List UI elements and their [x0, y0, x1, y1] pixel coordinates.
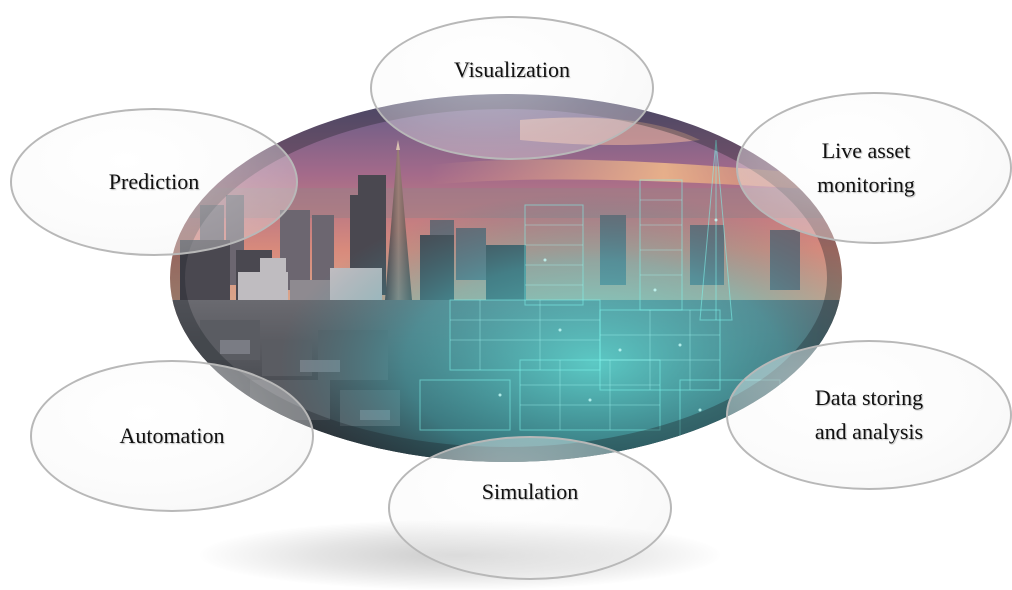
node-visualization-label: Visualization: [454, 57, 570, 82]
node-simulation-label: Simulation: [481, 479, 579, 504]
node-prediction: Prediction: [10, 108, 298, 256]
node-simulation: Simulation: [388, 436, 672, 580]
node-live-asset-monitoring-label: Live asset monitoring: [817, 138, 915, 197]
node-visualization: Visualization: [370, 16, 654, 160]
node-prediction-label: Prediction: [108, 169, 200, 194]
node-automation-label: Automation: [119, 423, 225, 448]
node-live-asset-monitoring: Live asset monitoring: [736, 92, 1012, 244]
node-automation: Automation: [30, 360, 314, 512]
node-data-storing-and-analysis: Data storing and analysis: [726, 340, 1012, 490]
node-data-storing-and-analysis-label: Data storing and analysis: [814, 385, 924, 444]
